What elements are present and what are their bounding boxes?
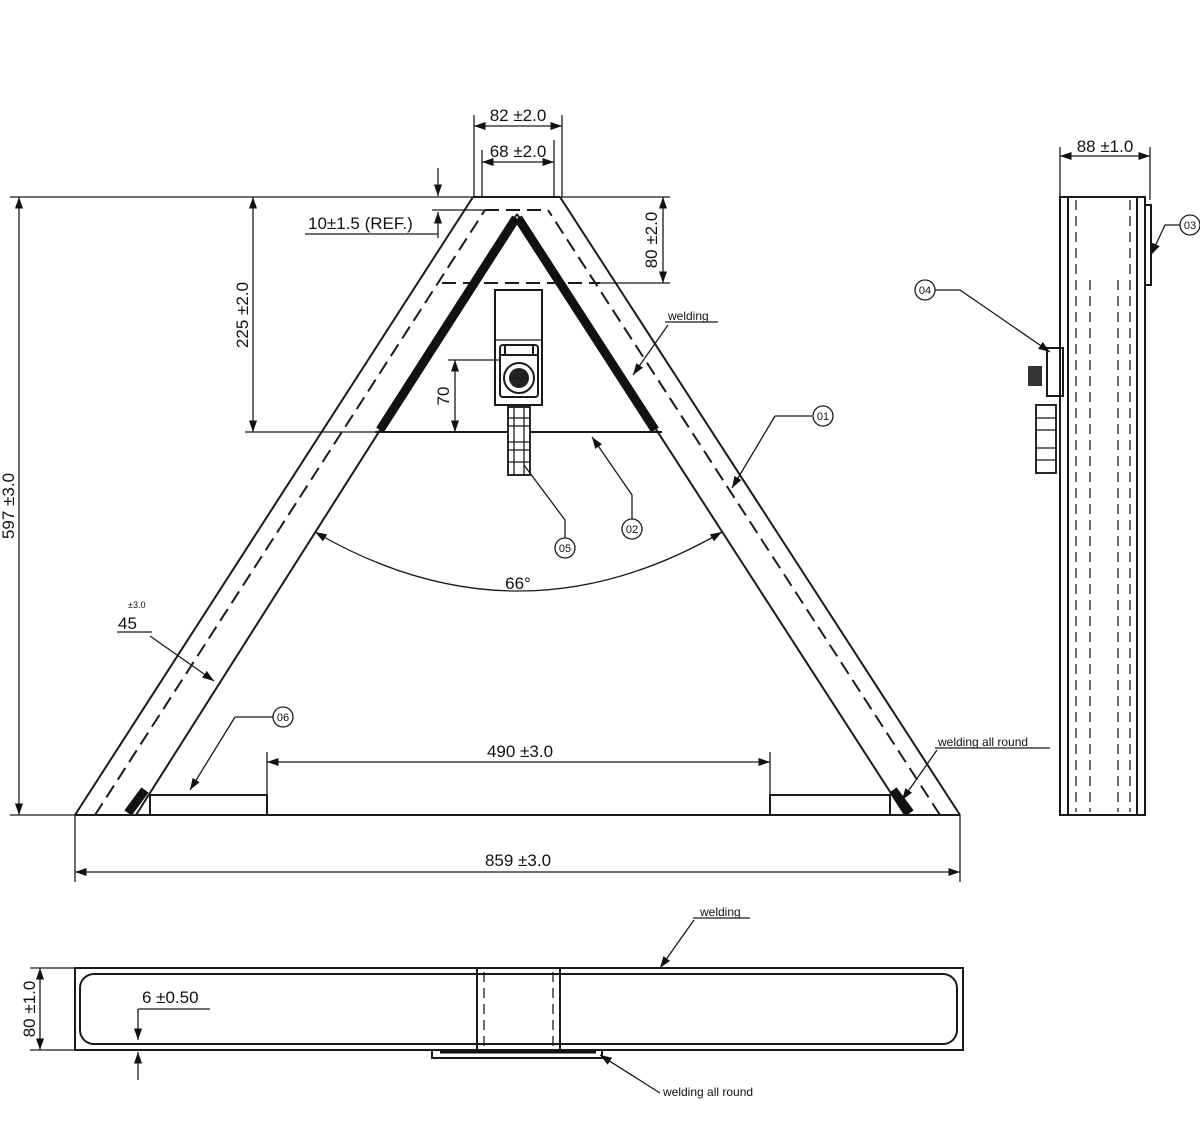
side-profile (1059, 196, 1146, 816)
right-leg-outer-edge (559, 196, 961, 816)
weld-right-foot (889, 787, 914, 816)
dim-apex-offset-label: 10±1.5 (REF.) (308, 214, 413, 233)
weld-right-gusset (514, 215, 659, 433)
dim-wall-thickness: 6 ±0.50 (133, 988, 210, 1080)
balloon-03-label: 03 (1184, 220, 1196, 232)
balloon-02-label: 02 (626, 524, 638, 536)
dim-top-outer-width-label: 82 ±2.0 (490, 106, 547, 125)
note-welding-bottom-top-label: welding (699, 905, 741, 919)
dim-side-depth-label: 88 ±1.0 (1077, 137, 1134, 156)
dim-wall-thickness-label: 6 ±0.50 (142, 988, 199, 1007)
front-view: 82 ±2.0 68 ±2.0 10±1.5 (REF.) 80 ±2.0 (0, 106, 1050, 882)
dim-side-depth: 88 ±1.0 (1059, 137, 1151, 200)
balloon-01: 01 (731, 405, 834, 489)
balloon-05-label: 05 (559, 543, 571, 555)
note-welding-gusset-label: welding (667, 309, 709, 323)
balloon-03: 03 (1150, 214, 1200, 256)
balloon-04: 04 (914, 279, 1051, 353)
side-view: 88 ±1.0 03 04 (914, 137, 1200, 816)
dim-foot-spacing: 490 ±3.0 (266, 742, 771, 795)
dim-bottom-height-label: 80 ±1.0 (20, 981, 39, 1038)
dim-leg-cut-tolerance: ±3.0 (128, 600, 145, 610)
balloon-01-label: 01 (817, 411, 829, 423)
balloon-04-label: 04 (919, 285, 931, 297)
weld-left-gusset (376, 215, 520, 433)
right-foot-plate (769, 794, 891, 816)
side-plate (1144, 204, 1152, 286)
note-welding-bottom-plate: welding all round (599, 1054, 753, 1099)
dim-overall-height: 597 ±3.0 (0, 196, 245, 816)
dim-leg-cut: 45 ±3.0 (117, 600, 215, 682)
left-leg-outer-edge (74, 196, 474, 816)
dim-bracket-height-label: 225 ±2.0 (233, 282, 252, 348)
bottom-inner-tube (79, 973, 958, 1045)
note-welding-foot-label: welding all round (937, 735, 1028, 749)
bottom-view: 80 ±1.0 6 ±0.50 welding welding all roun… (20, 905, 964, 1099)
note-welding-foot: welding all round (901, 735, 1050, 801)
balloon-02: 02 (591, 436, 643, 540)
dim-foot-spacing-label: 490 ±3.0 (487, 742, 553, 761)
dim-mount-height: 70 (434, 359, 500, 432)
side-mount (1028, 347, 1064, 474)
dim-overall-width-label: 859 ±3.0 (485, 851, 551, 870)
balloon-06-label: 06 (277, 712, 289, 724)
dim-bottom-height: 80 ±1.0 (20, 967, 75, 1051)
bottom-base-plate (431, 1049, 603, 1059)
left-leg-hidden-line (94, 209, 486, 816)
stud-bolt (507, 406, 531, 476)
mount-bracket (494, 289, 543, 406)
balloon-06: 06 (189, 706, 294, 791)
dim-top-inner-width-label: 68 ±2.0 (490, 142, 547, 161)
dim-overall-height-label: 597 ±3.0 (0, 473, 18, 539)
right-leg-hidden-line (547, 209, 941, 816)
dim-apex-angle-label: 66° (505, 574, 531, 593)
dim-top-inner-width: 68 ±2.0 (481, 140, 555, 197)
dim-apex-offset: 10±1.5 (REF.) (305, 168, 485, 238)
note-welding-bottom-plate-label: welding all round (662, 1085, 753, 1099)
dim-mount-height-label: 70 (434, 387, 453, 406)
balloon-05: 05 (523, 464, 576, 559)
weld-left-foot (124, 787, 149, 816)
dim-overall-width: 859 ±3.0 (74, 815, 961, 882)
dim-top-outer-width: 82 ±2.0 (473, 106, 563, 197)
dim-bracket-height: 225 ±2.0 (233, 196, 473, 433)
dim-gusset-depth-label: 80 ±2.0 (642, 212, 661, 269)
dim-leg-cut-label: 45 (118, 614, 137, 633)
left-foot-plate (149, 794, 268, 816)
dim-gusset-depth: 80 ±2.0 (560, 196, 670, 284)
note-welding-gusset: welding (632, 309, 718, 376)
dim-apex-angle: 66° (314, 531, 723, 593)
note-welding-bottom-top: welding (659, 905, 750, 969)
